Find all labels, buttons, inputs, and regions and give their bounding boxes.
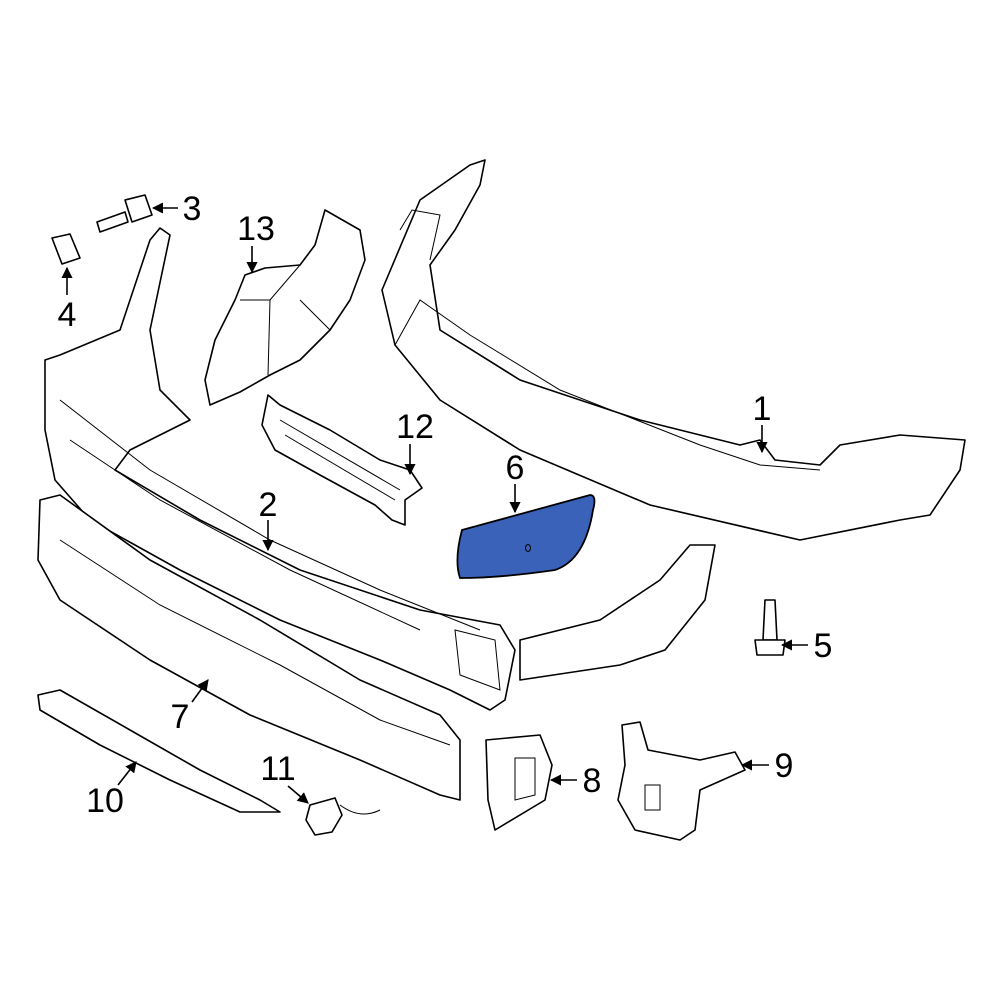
callout-label: 12 (396, 408, 434, 446)
callout-label: 7 (171, 698, 190, 736)
arrow-icon (117, 761, 137, 786)
callout-9: 9 (740, 747, 794, 785)
callout-7: 7 (171, 679, 209, 736)
part-8-side-bracket[interactable] (485, 734, 553, 831)
part-10-lower-bracket[interactable] (37, 689, 281, 813)
callout-10: 10 (86, 761, 137, 820)
part-1-bumper-cover-upper[interactable] (381, 159, 966, 541)
part-7-lower-valance[interactable] (37, 494, 461, 801)
callout-label: 5 (814, 627, 833, 665)
part-6-highlighted-panel[interactable] (456, 494, 596, 579)
callout-label: 11 (260, 750, 295, 788)
part-1-lower-cover[interactable] (519, 544, 716, 681)
callout-11: 11 (260, 750, 309, 804)
callout-8: 8 (549, 762, 602, 800)
callout-6: 6 (506, 449, 525, 514)
callout-label: 8 (583, 762, 602, 800)
callout-label: 2 (259, 486, 278, 524)
part-11-sensor[interactable] (305, 797, 381, 836)
callout-label: 1 (753, 390, 772, 428)
arrow-icon (191, 679, 209, 703)
callout-12: 12 (396, 408, 434, 476)
part-3-bolt[interactable] (96, 194, 153, 233)
part-4-clip[interactable] (51, 233, 81, 265)
callout-label: 9 (775, 747, 794, 785)
callout-2: 2 (259, 486, 278, 552)
callout-1: 1 (753, 390, 772, 454)
callout-label: 6 (506, 449, 525, 487)
callout-label: 4 (58, 296, 77, 334)
part-9-side-bracket[interactable] (617, 721, 746, 841)
arrow-icon (287, 785, 309, 804)
callout-4: 4 (58, 266, 77, 334)
callout-13: 13 (237, 210, 275, 274)
callout-5: 5 (780, 627, 833, 665)
callout-3: 3 (151, 190, 202, 228)
part-5-screw[interactable] (754, 599, 786, 656)
callout-label: 13 (237, 210, 275, 248)
part-13-air-deflector[interactable] (204, 209, 366, 406)
part-12-bracket[interactable] (261, 394, 423, 526)
callout-label: 10 (86, 782, 124, 820)
callout-label: 3 (183, 190, 202, 228)
